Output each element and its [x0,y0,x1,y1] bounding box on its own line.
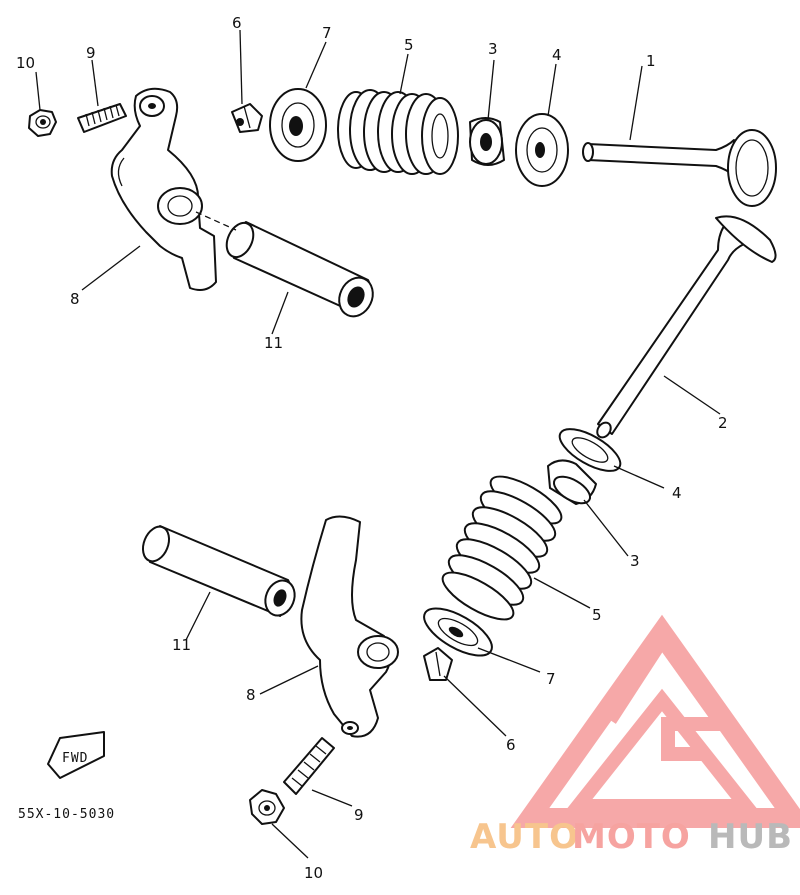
valve-spring-top [337,89,459,175]
fwd-label: FWD [62,751,88,766]
spring-retainer-bottom [423,607,493,657]
callout-5-bottom: 5 [592,606,602,624]
valve-exhaust [596,215,777,439]
valve-cotter-top [231,103,263,133]
callout-4-top: 4 [552,46,562,64]
callout-3-top: 3 [488,40,498,58]
valve-intake [582,129,777,207]
spring-retainer-top [269,88,327,162]
spring-seat-bottom [558,428,622,472]
rocker-shaft-bottom [141,525,296,617]
valve-stem-seal-bottom [547,459,597,505]
callout-11-top: 11 [264,334,283,352]
callout-7-top: 7 [322,24,332,42]
callout-6-top: 6 [232,14,242,32]
watermark-auto: AUTO [470,817,579,857]
callout-5-top: 5 [404,36,414,54]
adjusting-screw-top [77,103,127,133]
watermark-moto: MOTO [572,817,691,857]
fwd-arrow: FWD [47,731,105,779]
callout-3-bottom: 3 [630,552,640,570]
rocker-arm-top [110,87,217,291]
callout-9-top: 9 [86,44,96,62]
callout-6-bottom: 6 [506,736,516,754]
callout-8-bottom: 8 [246,686,256,704]
valve-cotter-bottom [423,647,453,681]
watermark-logo [510,614,800,828]
callout-4-bottom: 4 [672,484,682,502]
watermark-wordmark: AUTO MOTO HUB [470,817,793,857]
callout-7-bottom: 7 [546,670,556,688]
nut-top [28,109,57,137]
callout-10-top: 10 [16,54,35,72]
leader-lines [35,29,721,859]
rocker-shaft-top [195,211,374,318]
callout-8-top: 8 [70,290,80,308]
rocker-arm-bottom [300,515,399,738]
callout-10-bottom: 10 [304,864,323,882]
callouts: 1 2 3 3 4 4 5 5 6 6 7 7 8 8 9 9 10 10 11… [16,14,728,882]
callout-11-bottom: 11 [172,636,191,654]
watermark-hub: HUB [708,817,793,857]
adjusting-screw-bottom [283,737,335,795]
callout-2: 2 [718,414,728,432]
part-code: 55X-10-5030 [18,807,115,822]
callout-1: 1 [646,52,656,70]
valve-spring-bottom [441,475,563,621]
valve-stem-seal-top [469,117,505,166]
spring-seat-top [515,113,569,187]
nut-bottom [249,789,285,825]
callout-9-bottom: 9 [354,806,364,824]
